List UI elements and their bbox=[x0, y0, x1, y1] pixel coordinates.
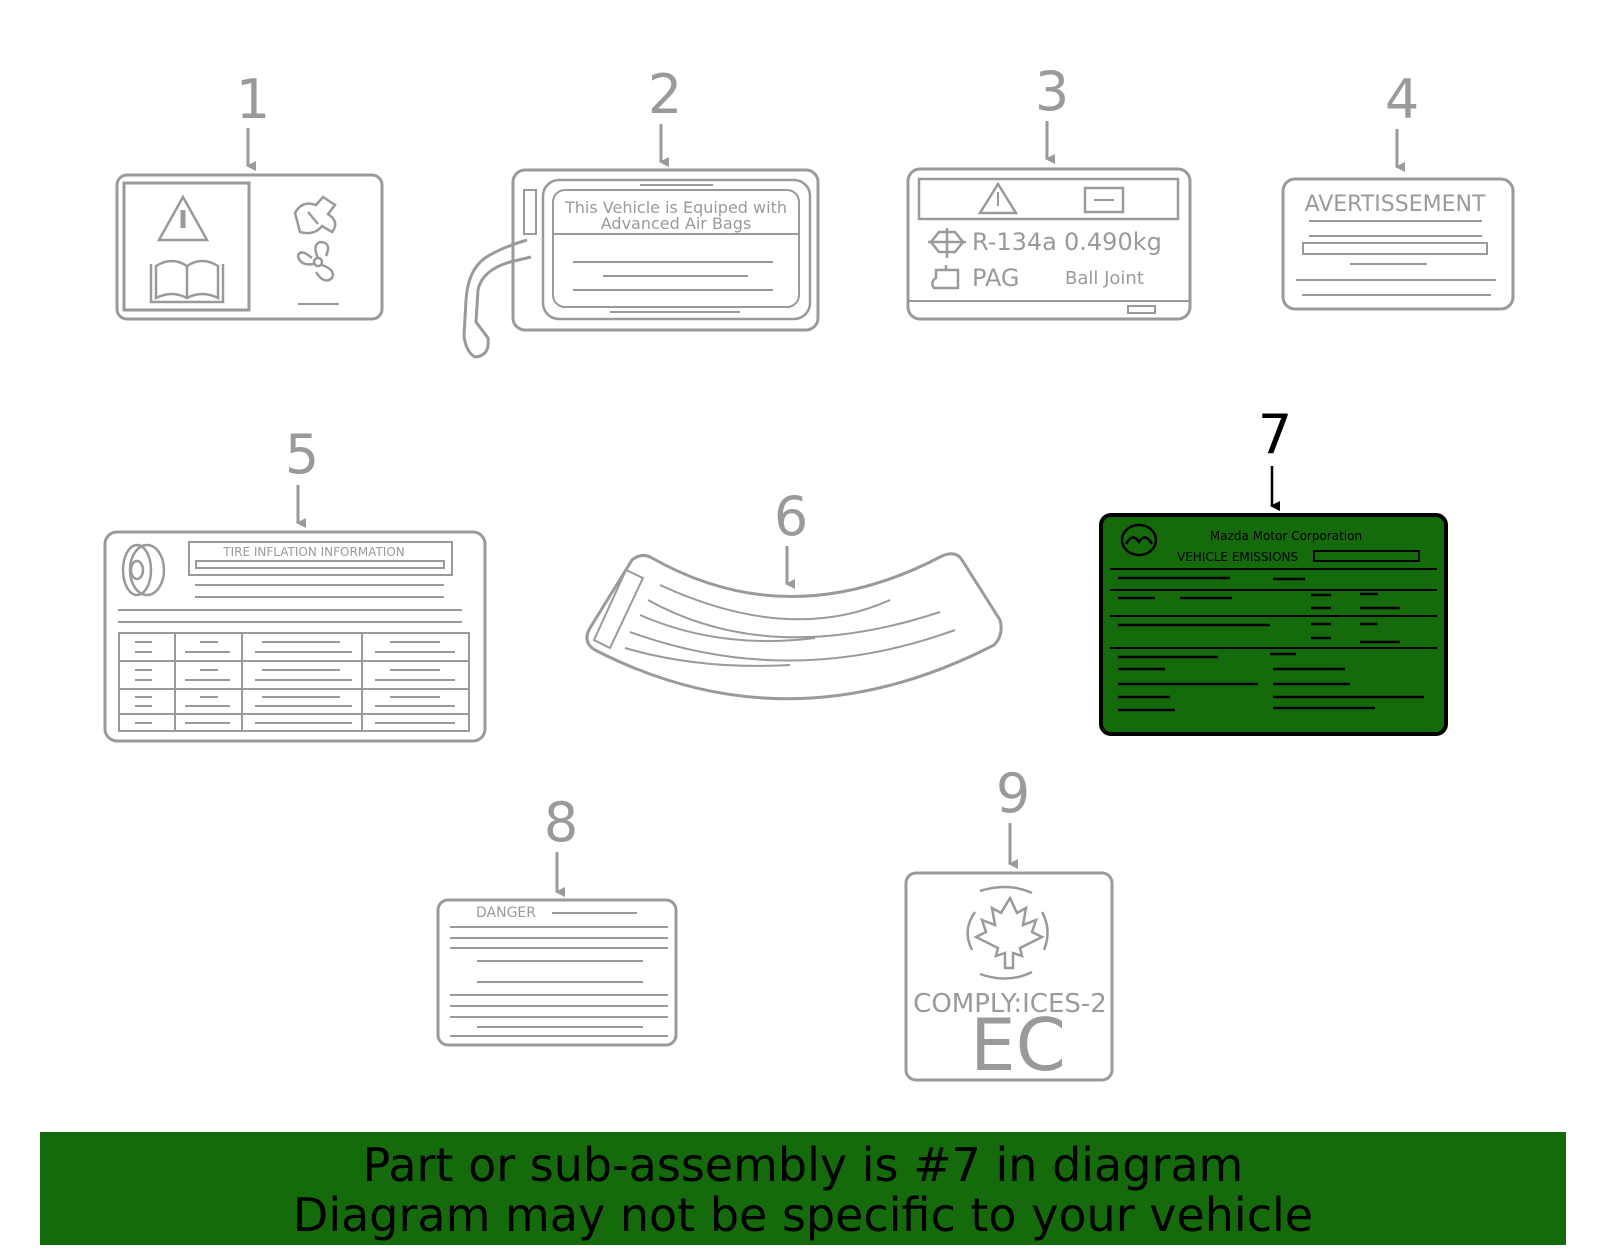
label-2[interactable]: 2 This Vehicle is Equiped with Advanced … bbox=[462, 63, 820, 359]
label-9-code: EC bbox=[970, 1003, 1066, 1087]
oil-can-icon bbox=[931, 265, 960, 290]
callout-1: 1 bbox=[236, 68, 270, 131]
label-3-refrigerant: R-134a bbox=[972, 228, 1057, 256]
label-7[interactable]: 7 Mazda Motor Corporation VEHICLE EMISSI… bbox=[1099, 403, 1448, 736]
mazda-logo-icon bbox=[1120, 523, 1158, 557]
callout-9: 9 bbox=[996, 762, 1030, 825]
info-banner: Part or sub-assembly is #7 in diagram Di… bbox=[40, 1132, 1566, 1245]
callout-2: 2 bbox=[648, 63, 682, 126]
label-3-amount: 0.490kg bbox=[1064, 228, 1162, 256]
maple-leaf-icon bbox=[966, 885, 1049, 980]
label-5-heading: TIRE INFLATION INFORMATION bbox=[222, 545, 405, 559]
label-2-tether bbox=[462, 238, 532, 359]
warning-triangle-icon bbox=[156, 194, 210, 242]
warning-triangle-icon bbox=[977, 181, 1019, 215]
callout-7: 7 bbox=[1258, 403, 1292, 466]
callout-4: 4 bbox=[1385, 68, 1419, 131]
banner-line-1: Part or sub-assembly is #7 in diagram bbox=[362, 1138, 1244, 1192]
callout-6: 6 bbox=[774, 485, 808, 548]
label-4[interactable]: 4 AVERTISSEMENT bbox=[1281, 68, 1515, 311]
label-2-line1: This Vehicle is Equiped with bbox=[564, 198, 787, 217]
label-2-line2: Advanced Air Bags bbox=[601, 214, 751, 233]
label-6[interactable]: 6 bbox=[585, 485, 1003, 701]
callout-5: 5 bbox=[285, 423, 319, 486]
label-7-heading: VEHICLE EMISSIONS bbox=[1177, 550, 1298, 564]
tire-pressure-table bbox=[118, 632, 470, 732]
parts-diagram: 1 2 This Vehicl bbox=[103, 60, 1515, 1087]
fan-icon bbox=[296, 240, 335, 282]
label-8[interactable]: 8 DANGER bbox=[436, 791, 678, 1047]
label-3[interactable]: 3 R-134a 0.490kg PAG Ball Joint bbox=[906, 60, 1192, 321]
label-9-comply: COMPLY:ICES-2 bbox=[913, 989, 1107, 1019]
manual-book-icon bbox=[149, 259, 225, 304]
label-3-oil: PAG bbox=[972, 264, 1020, 292]
label-8-heading: DANGER bbox=[476, 905, 536, 921]
callout-3: 3 bbox=[1035, 60, 1069, 123]
label-7-maker: Mazda Motor Corporation bbox=[1210, 529, 1362, 543]
refrigerant-icon bbox=[928, 228, 966, 258]
banner-line-2: Diagram may not be specific to your vehi… bbox=[292, 1188, 1314, 1242]
label-5[interactable]: 5 TIRE INFLATION INFORMATION bbox=[103, 423, 487, 743]
label-4-heading: AVERTISSEMENT bbox=[1305, 192, 1486, 217]
label-3-ball-joint: Ball Joint bbox=[1065, 268, 1144, 289]
airbag-icon bbox=[293, 195, 337, 235]
tire-icon bbox=[121, 543, 166, 597]
label-1[interactable]: 1 bbox=[115, 68, 384, 321]
callout-8: 8 bbox=[544, 791, 578, 854]
label-9[interactable]: 9 COMPLY:ICES-2 EC bbox=[904, 762, 1114, 1087]
